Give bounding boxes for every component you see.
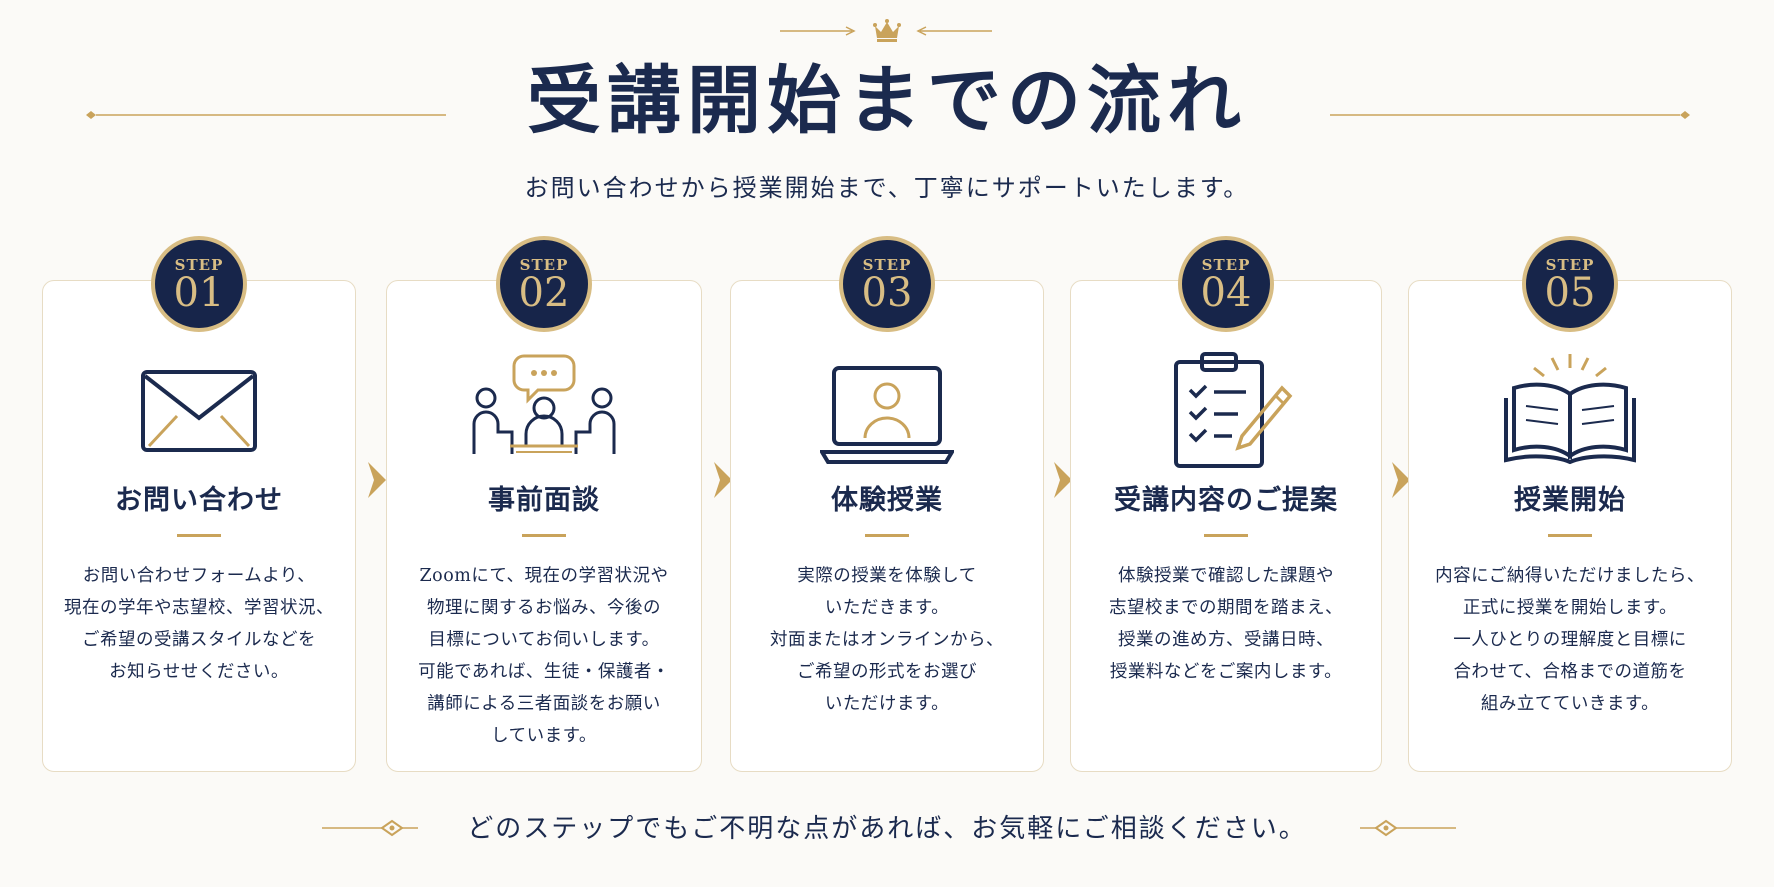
step-label: STEP [1545, 256, 1595, 274]
chevron-right-icon [368, 462, 386, 498]
title-rule-left [86, 111, 446, 119]
chevron-right-icon [1054, 462, 1072, 498]
page-subtitle: お問い合わせから授業開始まで、丁寧にサポートいたします。 [524, 174, 1250, 202]
step-badge-04: STEP 04 [1178, 236, 1274, 332]
laptop-video-icon [820, 366, 954, 464]
step-description-02: Zoomにて、現在の学習状況や 物理に関するお悩み、今後の 目標についてお伺いし… [418, 566, 670, 746]
step-badge-01: STEP 01 [151, 236, 247, 332]
step-number: 05 [1544, 270, 1596, 316]
arrow-ornament-right [916, 26, 992, 36]
step-number: 04 [1200, 270, 1252, 316]
footer-message: どのステップでもご不明な点があれば、お気軽にご相談ください。 [467, 814, 1307, 844]
step-title-04: 受講内容のご提案 [1114, 485, 1338, 516]
page-title: 受講開始までの流れ [527, 58, 1247, 144]
step-label: STEP [862, 256, 912, 274]
step-label: STEP [174, 256, 224, 274]
step-description-03: 実際の授業を体験して いただきます。 対面またはオンラインから、 ご希望の形式を… [770, 566, 1004, 714]
step-rule-04 [1204, 534, 1248, 537]
crown-icon [873, 19, 901, 42]
step-number: 03 [861, 270, 913, 316]
title-rule-right [1330, 111, 1690, 119]
step-badge-03: STEP 03 [839, 236, 935, 332]
step-card-01 [42, 280, 356, 772]
step-number: 01 [173, 270, 225, 316]
step-description-05: 内容にご納得いただけましたら、 正式に授業を開始します。 一人ひとりの理解度と目… [1435, 566, 1705, 714]
step-card-03 [730, 280, 1044, 772]
open-book-icon [1504, 354, 1636, 465]
step-title-02: 事前面談 [488, 485, 600, 516]
step-rule-05 [1548, 534, 1592, 537]
clipboard-checklist-icon [1174, 352, 1293, 468]
step-card-02 [386, 280, 702, 772]
step-title-01: お問い合わせ [115, 485, 283, 516]
step-description-01: お問い合わせフォームより、 現在の学年や志望校、学習状況、 ご希望の受講スタイル… [64, 566, 334, 682]
step-rule-02 [522, 534, 566, 537]
arrow-ornament-left [780, 26, 856, 36]
chevron-right-icon [1392, 462, 1410, 498]
chevron-right-icon [714, 462, 732, 498]
meeting-icon [472, 354, 616, 454]
footer-ornament-left [322, 819, 418, 837]
step-description-04: 体験授業で確認した課題や 志望校までの期間を踏まえ、 授業の進め方、受講日時、 … [1109, 566, 1343, 682]
footer-ornament-right [1360, 819, 1456, 837]
step-badge-05: STEP 05 [1522, 236, 1618, 332]
step-badge-02: STEP 02 [496, 236, 592, 332]
step-rule-01 [177, 534, 221, 537]
step-rule-03 [865, 534, 909, 537]
step-title-05: 授業開始 [1514, 485, 1626, 516]
envelope-icon [141, 370, 257, 452]
step-label: STEP [519, 256, 569, 274]
step-title-03: 体験授業 [831, 485, 943, 516]
step-label: STEP [1201, 256, 1251, 274]
step-number: 02 [518, 270, 570, 316]
